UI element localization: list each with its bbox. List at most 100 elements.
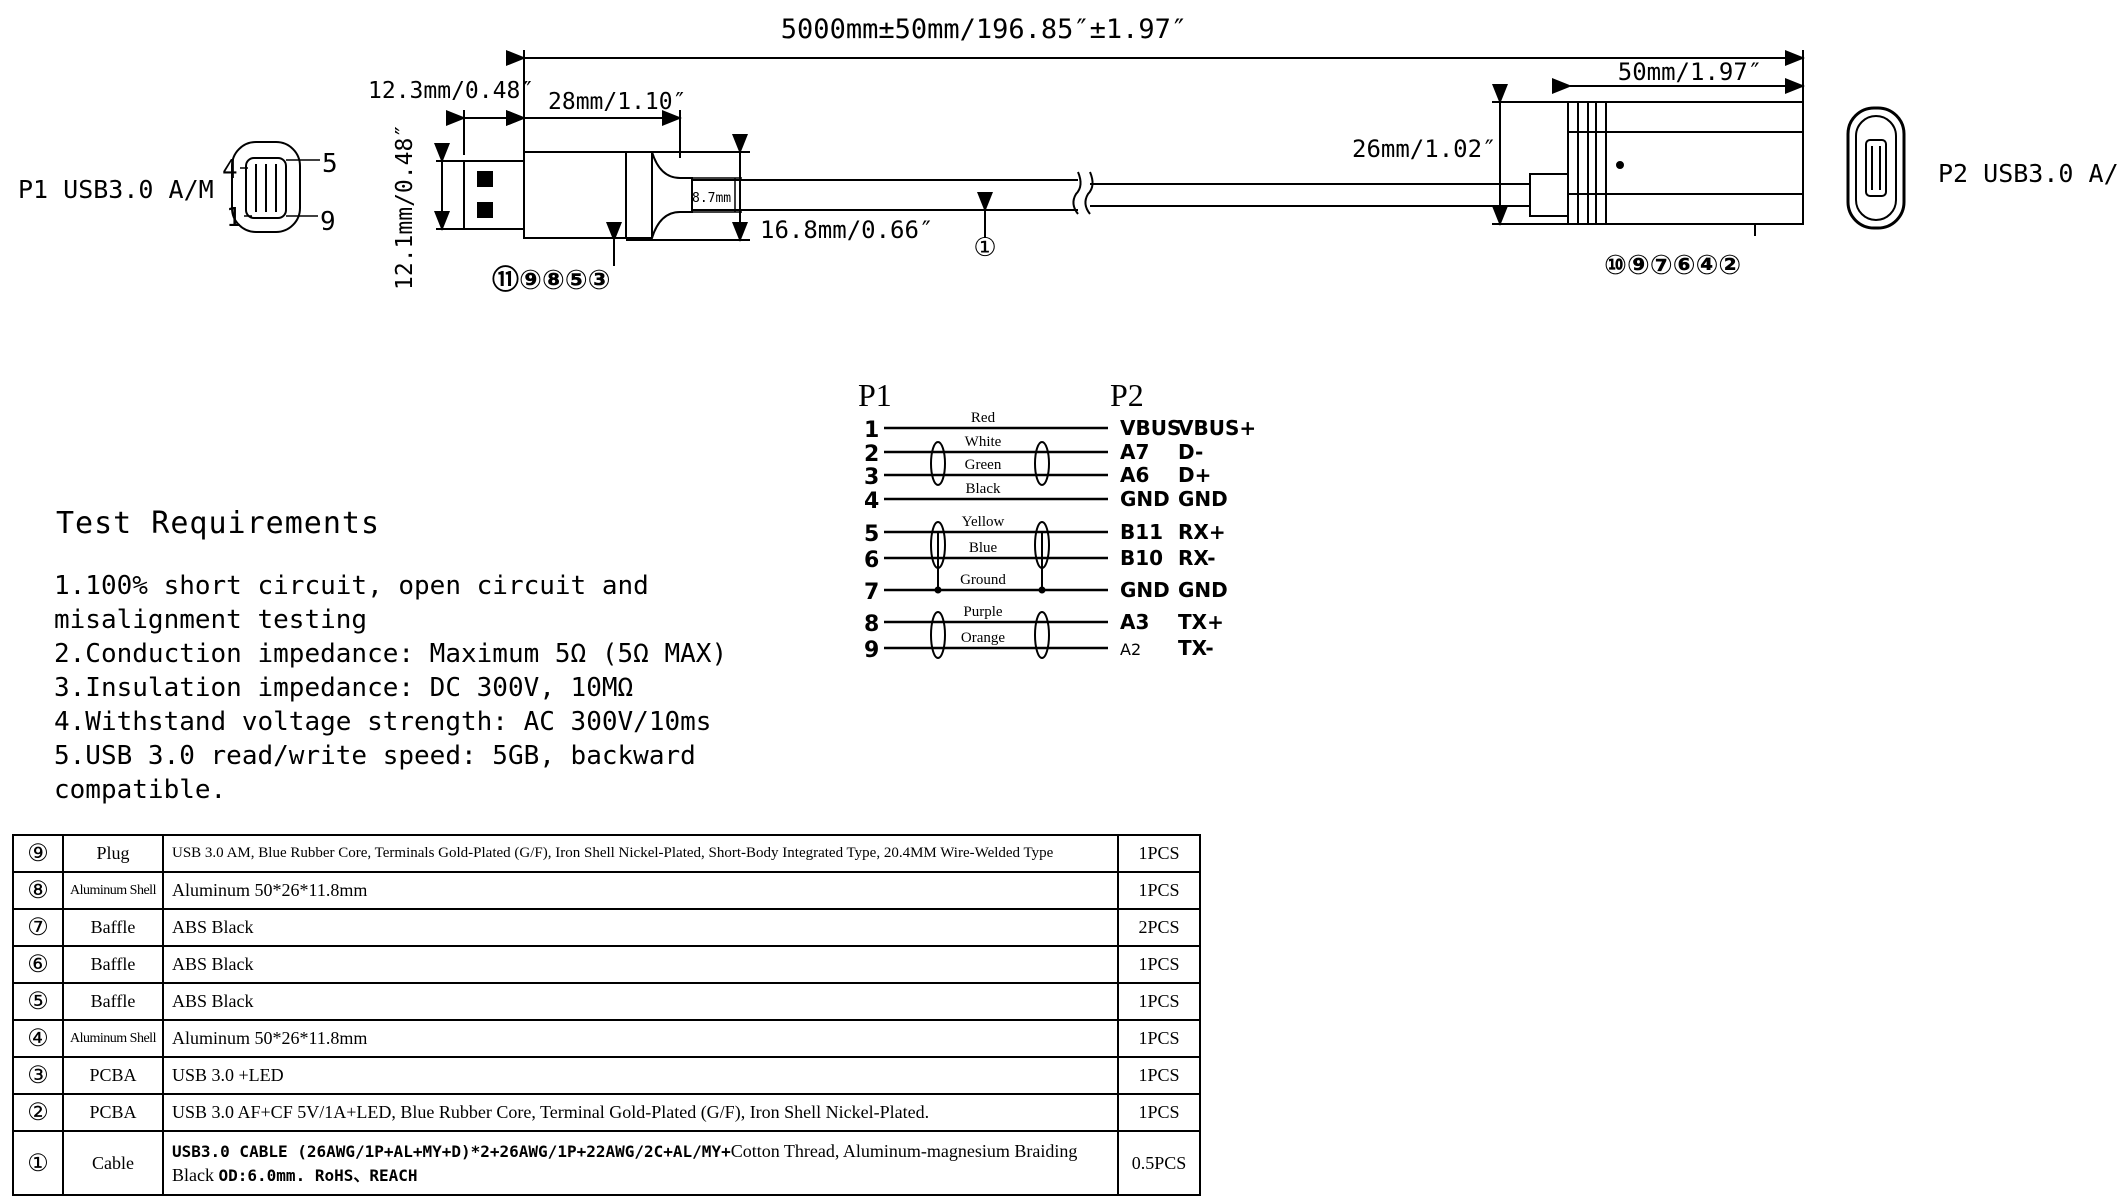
plug-body-length-dim: 28mm/1.10″ — [548, 89, 686, 115]
wiring-signal: RX+ — [1178, 520, 1226, 544]
plug-width-dim: 12.3mm/0.48″ — [368, 78, 534, 104]
p1-pin-tr: 5 — [322, 149, 338, 179]
wire-color-label: Blue — [969, 540, 998, 556]
bom-item-name: Cable — [62, 1130, 164, 1196]
bom-item-qty: 1PCS — [1117, 982, 1201, 1021]
wiring-p2-pin: B11 — [1120, 520, 1163, 544]
wire-color-label: Green — [965, 457, 1002, 473]
requirement-item: 1.100% short circuit, open circuit and m… — [54, 571, 649, 635]
wiring-signal: GND — [1178, 578, 1228, 602]
bom-item-desc: Aluminum 50*26*11.8mm — [162, 871, 1119, 910]
wiring-p2-header: P2 — [1110, 377, 1144, 413]
end-length-dim: 50mm/1.97″ — [1618, 58, 1763, 86]
wiring-p1-pin: 6 — [864, 548, 879, 573]
wire-color-label: Red — [971, 410, 996, 426]
twisted-pair-marker — [930, 611, 946, 659]
bom-item-qty: 1PCS — [1117, 871, 1201, 910]
bom-item-desc: USB3.0 CABLE (26AWG/1P+AL+MY+D)*2+26AWG/… — [162, 1130, 1119, 1196]
requirement-item: 4.Withstand voltage strength: AC 300V/10… — [54, 707, 712, 737]
bill-of-materials: ⑨ Plug USB 3.0 AM, Blue Rubber Core, Ter… — [12, 834, 1201, 1196]
bom-item-desc: USB 3.0 +LED — [162, 1056, 1119, 1095]
bom-row: ⑤ Baffle ABS Black 1PCS — [12, 982, 1201, 1021]
wiring-p2-pin: GND — [1120, 578, 1170, 602]
bom-row: ⑦ Baffle ABS Black 2PCS — [12, 908, 1201, 947]
twisted-pair-marker — [1034, 611, 1050, 659]
wiring-p1-pin: 2 — [864, 442, 879, 467]
bom-item-qty: 1PCS — [1117, 1019, 1201, 1058]
wiring-p1-pin: 5 — [864, 522, 879, 547]
bom-row: ④ Aluminum Shell Aluminum 50*26*11.8mm 1… — [12, 1019, 1201, 1058]
cable-spec-prefix: Black — [172, 1164, 219, 1185]
bom-item-name: PCBA — [62, 1093, 164, 1132]
bom-item-name: Baffle — [62, 982, 164, 1021]
cable-od-dim: 8.7mm — [692, 191, 731, 206]
bom-item-number: ⑨ — [12, 834, 64, 873]
twisted-pair-marker — [930, 441, 946, 486]
wiring-signal: D- — [1178, 440, 1203, 464]
ground-junction — [1038, 586, 1046, 594]
bom-item-desc: ABS Black — [162, 908, 1119, 947]
bom-item-name: Plug — [62, 834, 164, 873]
requirement-item: 2.Conduction impedance: Maximum 5Ω (5Ω M… — [54, 639, 728, 669]
wiring-p2-pin: A7 — [1120, 440, 1149, 464]
female-height-dim: 26mm/1.02″ — [1352, 135, 1497, 163]
wiring-signal: RX- — [1178, 546, 1216, 570]
overmold-length-dim: 16.8mm/0.66″ — [760, 216, 933, 244]
p1-pin-bl: 1 — [226, 203, 242, 233]
bom-item-qty: 1PCS — [1117, 1093, 1201, 1132]
wiring-p2-pin: B10 — [1120, 546, 1163, 570]
bom-item-desc: ABS Black — [162, 945, 1119, 984]
bom-item-number: ⑥ — [12, 945, 64, 984]
bom-item-number: ④ — [12, 1019, 64, 1058]
wiring-p2-pin: A3 — [1120, 610, 1149, 634]
test-requirements-title: Test Requirements — [56, 506, 381, 541]
bom-item-name: Baffle — [62, 945, 164, 984]
wire-color-label: Purple — [963, 604, 1003, 620]
bom-item-qty: 1PCS — [1117, 945, 1201, 984]
p2-label: P2 USB3.0 A/F — [1938, 159, 2121, 188]
p1-pin-br: 9 — [320, 207, 336, 237]
p1-label: P1 USB3.0 A/M — [18, 175, 214, 204]
wiring-p2-pin: A2 — [1120, 640, 1141, 659]
bom-item-name: Aluminum Shell — [62, 1019, 164, 1058]
wire-color-label: Orange — [961, 630, 1005, 646]
bom-item-number: ⑤ — [12, 982, 64, 1021]
wiring-p1-pin: 4 — [864, 489, 879, 514]
wiring-signal: TX+ — [1178, 610, 1224, 634]
p2-part-callouts: ⑩⑨⑦⑥④② — [1604, 250, 1741, 281]
p1-pin-tl: 4 — [222, 155, 238, 185]
bom-item-number: ② — [12, 1093, 64, 1132]
wiring-p1-pin: 1 — [864, 418, 879, 443]
bom-item-name: Baffle — [62, 908, 164, 947]
overall-length-dim: 5000mm±50mm/196.85″±1.97″ — [781, 14, 1187, 45]
bom-item-name: PCBA — [62, 1056, 164, 1095]
wiring-p1-pin: 7 — [864, 580, 879, 605]
wiring-p2-pin: GND — [1120, 487, 1170, 511]
bom-row: ⑧ Aluminum Shell Aluminum 50*26*11.8mm 1… — [12, 871, 1201, 910]
cable-spec: Cotton Thread, Aluminum-magnesium Braidi… — [730, 1140, 1078, 1161]
bom-item-desc: USB 3.0 AF+CF 5V/1A+LED, Blue Rubber Cor… — [162, 1093, 1119, 1132]
bom-item-qty: 2PCS — [1117, 908, 1201, 947]
test-requirements: Test Requirements 1.100% short circuit, … — [54, 506, 814, 807]
bom-item-number: ① — [12, 1130, 64, 1196]
bom-item-qty: 0.5PCS — [1117, 1130, 1201, 1196]
wire-color-label: Yellow — [962, 514, 1005, 530]
wiring-p2-pin: VBUS — [1120, 416, 1181, 440]
bom-row: ② PCBA USB 3.0 AF+CF 5V/1A+LED, Blue Rub… — [12, 1093, 1201, 1132]
twisted-pair-marker — [1034, 441, 1050, 486]
wiring-signal: D+ — [1178, 463, 1211, 487]
wiring-p1-pin: 9 — [864, 638, 879, 663]
cable-callout: ① — [973, 233, 996, 263]
p1-part-callouts: ⑪⑨⑧⑤③ — [492, 264, 610, 296]
ground-junction — [934, 586, 942, 594]
bom-item-number: ③ — [12, 1056, 64, 1095]
wiring-p2-pin: A6 — [1120, 463, 1149, 487]
bom-item-number: ⑧ — [12, 871, 64, 910]
bom-item-qty: 1PCS — [1117, 1056, 1201, 1095]
bom-row: ③ PCBA USB 3.0 +LED 1PCS — [12, 1056, 1201, 1095]
plug-height-dim: 12.1mm/0.48″ — [392, 124, 418, 290]
wiring-p1-pin: 3 — [864, 465, 879, 490]
wiring-signal: GND — [1178, 487, 1228, 511]
